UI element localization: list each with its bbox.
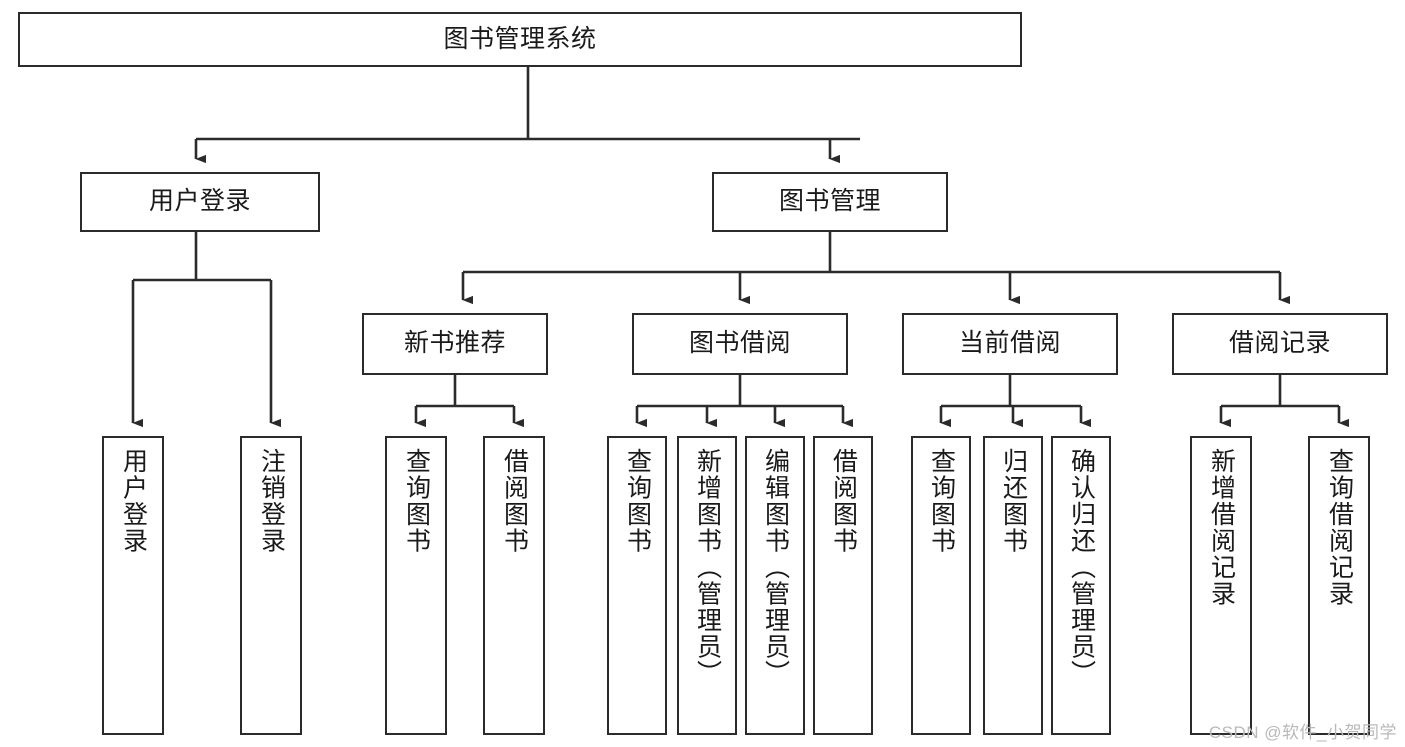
node-leaf-borrow-book-1-label: 借阅图书 bbox=[500, 448, 529, 554]
node-leaf-query-book-2-label: 查询图书 bbox=[623, 448, 652, 554]
watermark-text: CSDN @软件_小贺同学 bbox=[1208, 723, 1397, 742]
node-leaf-return-book-label: 归还图书 bbox=[999, 448, 1028, 554]
node-leaf-add-book[interactable]: 新增图书（管理员） bbox=[677, 436, 737, 735]
node-user-login[interactable]: 用户登录 bbox=[80, 172, 320, 232]
node-leaf-edit-book[interactable]: 编辑图书（管理员） bbox=[745, 436, 805, 735]
node-current-borrow-label: 当前借阅 bbox=[958, 329, 1061, 358]
node-root[interactable]: 图书管理系统 bbox=[18, 12, 1022, 67]
node-leaf-add-record[interactable]: 新增借阅记录 bbox=[1190, 436, 1252, 735]
node-leaf-query-record-label: 查询借阅记录 bbox=[1325, 448, 1354, 607]
node-leaf-logout[interactable]: 注销登录 bbox=[240, 436, 302, 735]
node-user-login-label: 用户登录 bbox=[148, 187, 251, 216]
node-leaf-query-book-3[interactable]: 查询图书 bbox=[911, 436, 971, 735]
node-leaf-borrow-book-1[interactable]: 借阅图书 bbox=[483, 436, 545, 735]
node-leaf-user-login[interactable]: 用户登录 bbox=[102, 436, 164, 735]
node-root-label: 图书管理系统 bbox=[443, 24, 597, 53]
node-book-manage-label: 图书管理 bbox=[778, 187, 881, 216]
node-leaf-user-login-label: 用户登录 bbox=[119, 448, 148, 554]
node-leaf-borrow-book-2[interactable]: 借阅图书 bbox=[813, 436, 873, 735]
node-current-borrow[interactable]: 当前借阅 bbox=[902, 313, 1118, 375]
node-leaf-add-book-label: 新增图书（管理员） bbox=[693, 448, 722, 687]
node-leaf-return-book[interactable]: 归还图书 bbox=[983, 436, 1043, 735]
node-new-book-rec-label: 新书推荐 bbox=[403, 329, 506, 358]
node-leaf-query-book-2[interactable]: 查询图书 bbox=[607, 436, 667, 735]
node-leaf-query-record[interactable]: 查询借阅记录 bbox=[1308, 436, 1370, 735]
node-leaf-confirm-return-label: 确认归还（管理员） bbox=[1067, 448, 1096, 687]
node-leaf-query-book-3-label: 查询图书 bbox=[927, 448, 956, 554]
node-leaf-confirm-return[interactable]: 确认归还（管理员） bbox=[1051, 436, 1111, 735]
node-leaf-logout-label: 注销登录 bbox=[257, 448, 286, 554]
node-book-borrow[interactable]: 图书借阅 bbox=[632, 313, 848, 375]
node-borrow-record[interactable]: 借阅记录 bbox=[1172, 313, 1388, 375]
node-new-book-rec[interactable]: 新书推荐 bbox=[362, 313, 548, 375]
node-leaf-edit-book-label: 编辑图书（管理员） bbox=[761, 448, 790, 687]
node-book-manage[interactable]: 图书管理 bbox=[712, 172, 948, 232]
node-borrow-record-label: 借阅记录 bbox=[1228, 329, 1331, 358]
node-leaf-query-book-1[interactable]: 查询图书 bbox=[385, 436, 447, 735]
node-book-borrow-label: 图书借阅 bbox=[688, 329, 791, 358]
node-leaf-query-book-1-label: 查询图书 bbox=[402, 448, 431, 554]
node-leaf-add-record-label: 新增借阅记录 bbox=[1207, 448, 1236, 607]
node-leaf-borrow-book-2-label: 借阅图书 bbox=[829, 448, 858, 554]
